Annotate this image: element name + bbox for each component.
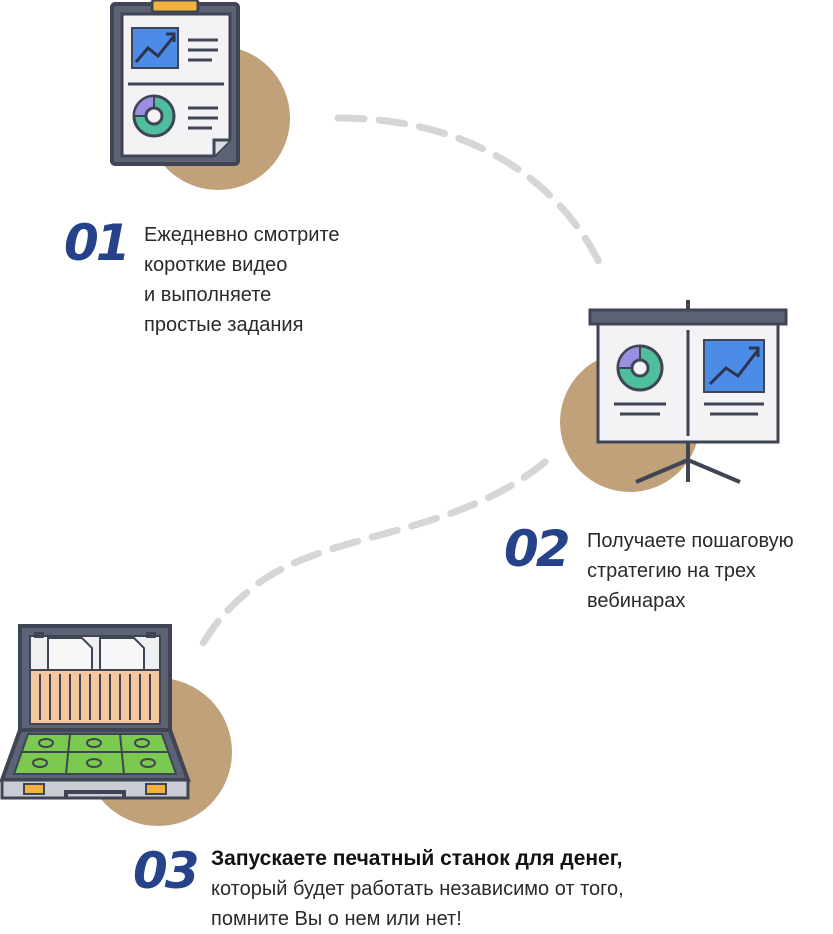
step-2-text: Получаете пошаговую стратегию на трех ве…: [587, 526, 794, 616]
presentation-board-icon: [588, 300, 788, 484]
step-1-text: Ежедневно смотрите короткие видео и выпо…: [144, 220, 340, 340]
step-3-line: помните Вы о нем или нет!: [211, 908, 462, 930]
money-briefcase-icon: [0, 624, 191, 800]
step-3-line: который будет работать независимо от тог…: [211, 878, 624, 900]
step-3-text: Запускаете печатный станок для денег, ко…: [211, 844, 624, 934]
step-1-line: Ежедневно смотрите: [144, 224, 340, 246]
step-1-line: простые задания: [144, 314, 304, 336]
step-1-number: 01: [64, 214, 131, 272]
step-1-line: короткие видео: [144, 254, 288, 276]
step-2-line: Получаете пошаговую: [587, 530, 794, 552]
step-2-number: 02: [504, 520, 571, 578]
step-3-bold-line: Запускаете печатный станок для денег,: [211, 847, 623, 870]
step-3-number: 03: [133, 842, 200, 900]
step-1-line: и выполняете: [144, 284, 272, 306]
clipboard-report-icon: [110, 0, 240, 166]
step-2-line: стратегию на трех: [587, 560, 756, 582]
step-2-line: вебинарах: [587, 590, 686, 612]
